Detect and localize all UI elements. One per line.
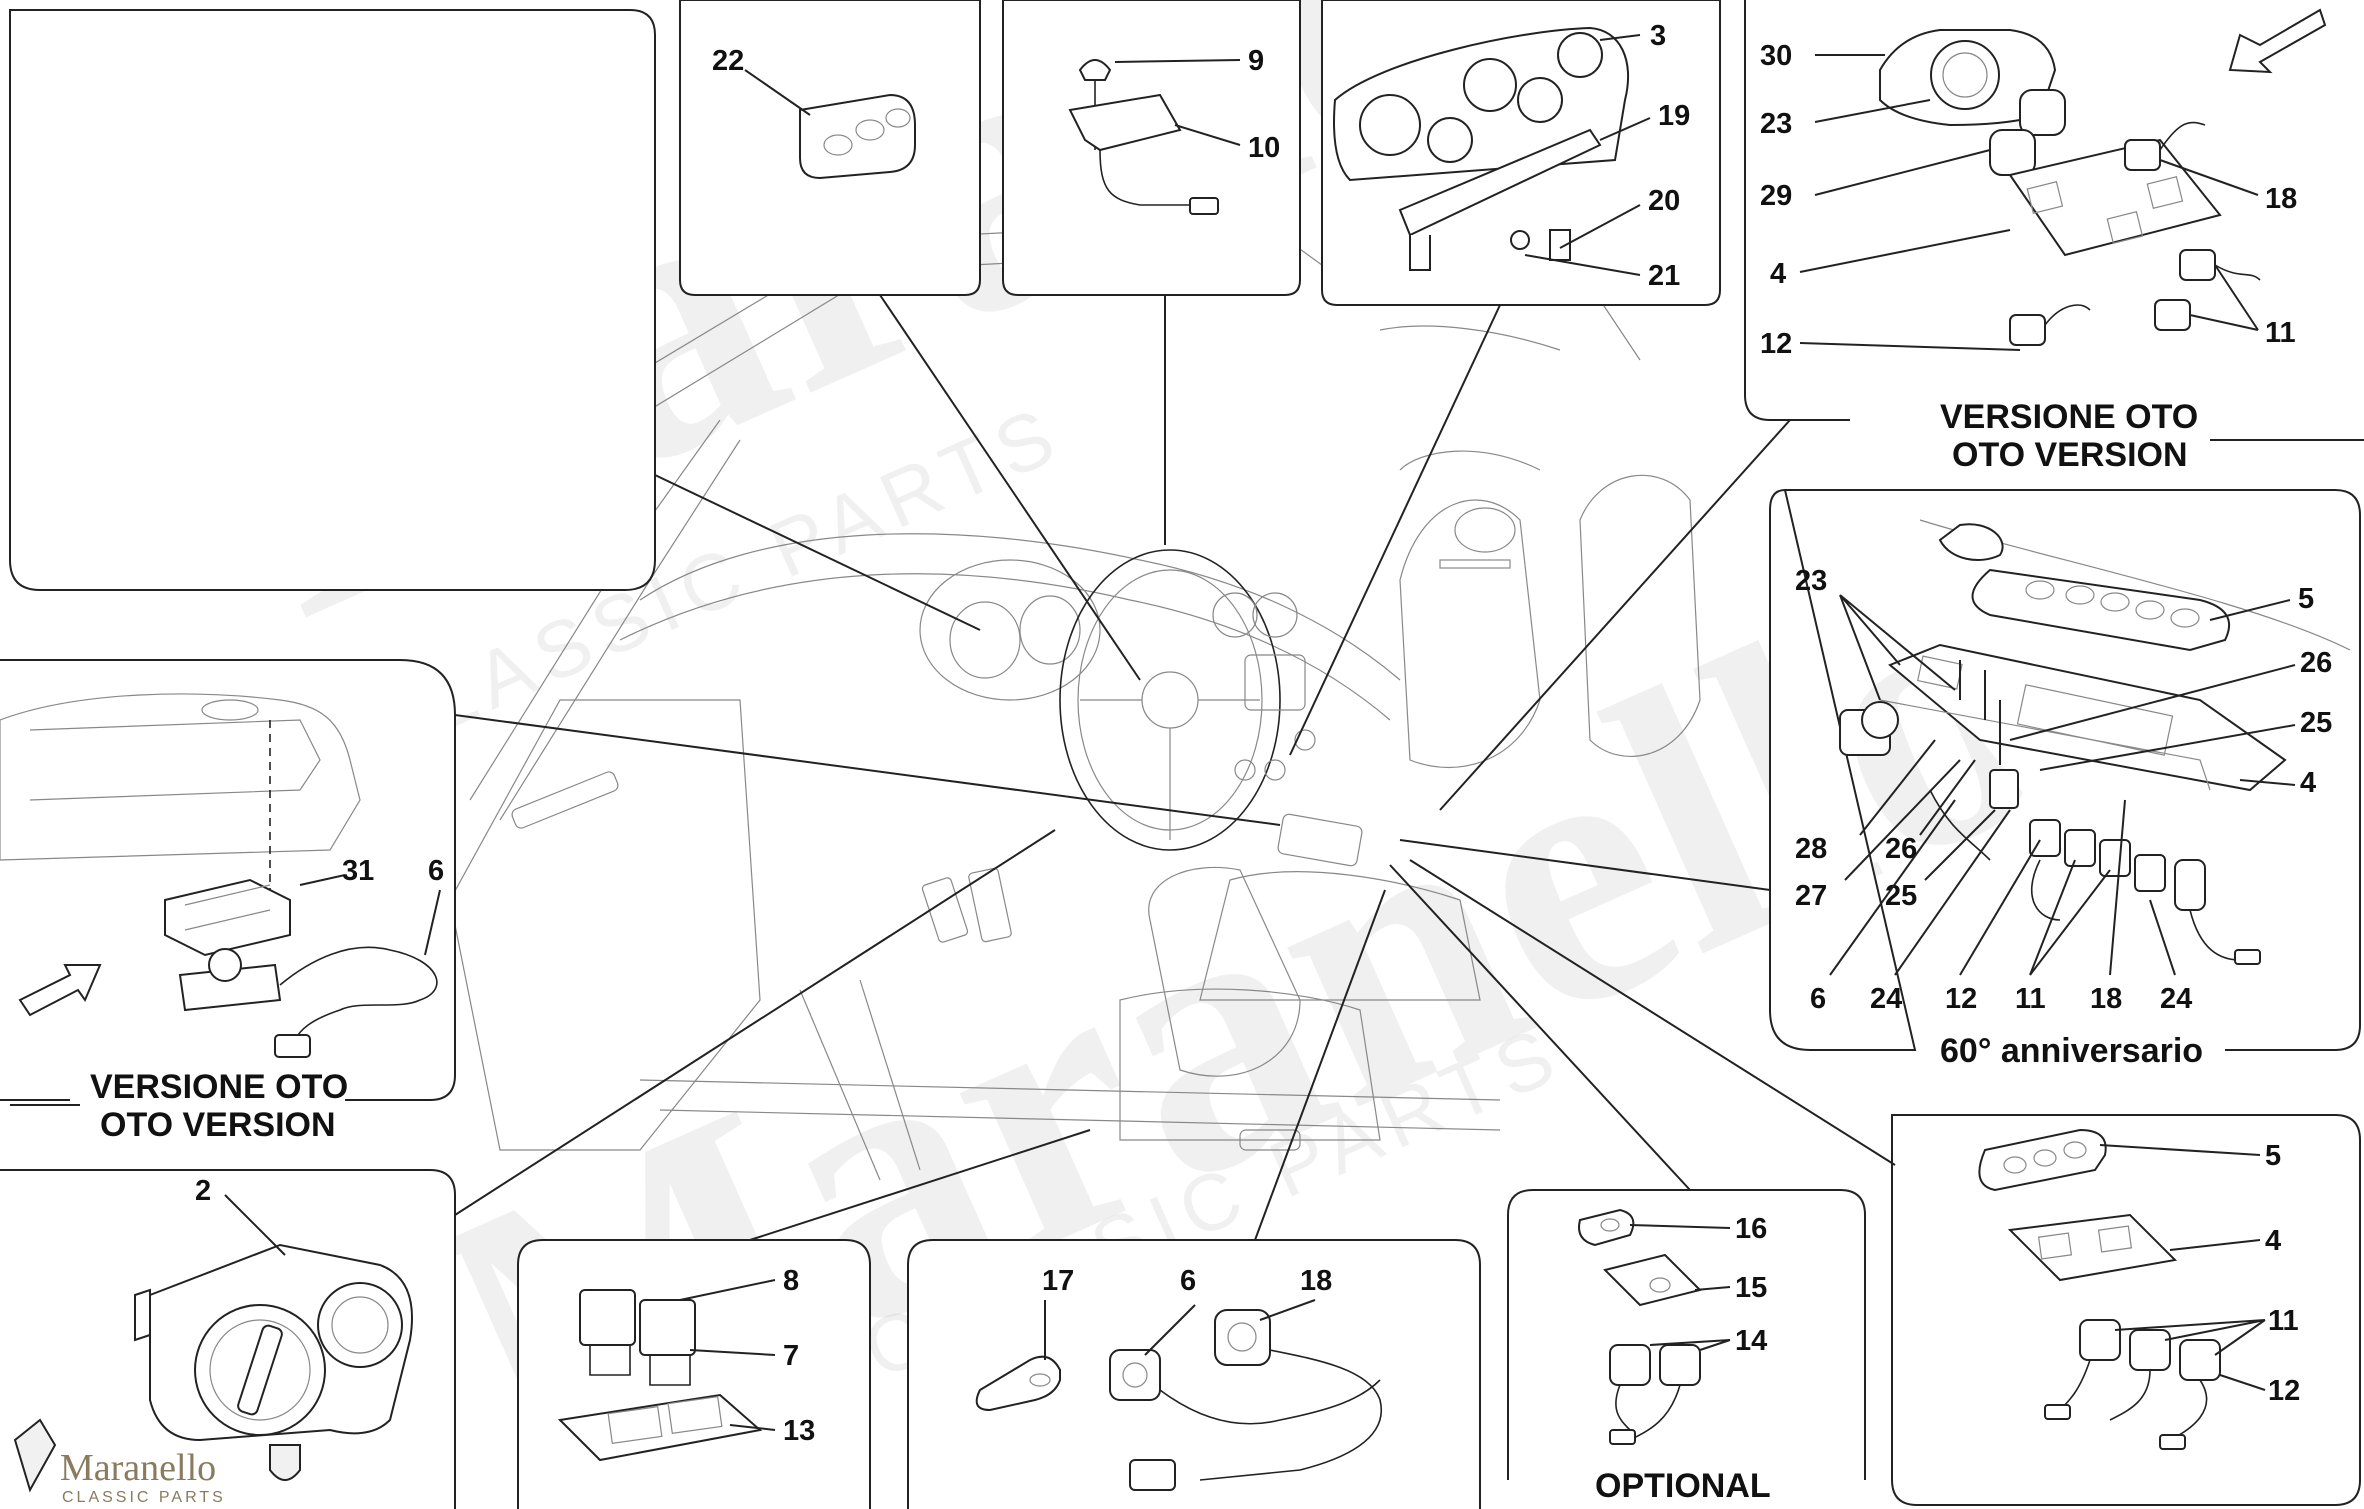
callout-24a: 24 xyxy=(1870,983,1902,1015)
brand-name: Maranello xyxy=(60,1447,216,1489)
caption-anniversary-console: 60° anniversario xyxy=(1940,1032,2203,1070)
callout-6a: 6 xyxy=(1810,983,1826,1015)
callout-26a: 26 xyxy=(2300,647,2332,679)
callout-30: 30 xyxy=(1760,40,1792,72)
callout-15: 15 xyxy=(1735,1272,1767,1304)
caption-oto-en-top: OTO VERSION xyxy=(1952,436,2188,474)
callout-11c: 11 xyxy=(2268,1305,2299,1337)
callout-4b: 4 xyxy=(2300,767,2316,799)
callout-9: 9 xyxy=(1248,45,1264,77)
panel-oto-left: 31 6 VERSIONE OTO OTO VERSION xyxy=(0,659,456,1144)
callout-6c: 6 xyxy=(1180,1265,1196,1297)
panel-8-7-13: 8 7 13 xyxy=(517,1239,871,1509)
callout-29: 29 xyxy=(1760,180,1792,212)
callout-13: 13 xyxy=(783,1415,815,1447)
callout-19: 19 xyxy=(1658,100,1690,132)
panel-5-4-11-12: 5 4 11 12 xyxy=(1891,1114,2361,1506)
caption-oto-it-top: VERSIONE OTO xyxy=(1940,398,2198,436)
panel-22: 22 xyxy=(679,0,981,296)
callout-24b: 24 xyxy=(2160,983,2192,1015)
callout-5a: 5 xyxy=(2298,583,2314,615)
brand-logo: Maranello CLASSIC PARTS xyxy=(13,1418,301,1506)
callout-12c: 12 xyxy=(2268,1375,2300,1407)
callout-12b: 12 xyxy=(1945,983,1977,1015)
callout-28: 28 xyxy=(1795,833,1827,865)
callout-3: 3 xyxy=(1650,20,1666,52)
prancing-horse-shield-icon xyxy=(13,1418,57,1493)
callout-23a: 23 xyxy=(1760,108,1792,140)
panel-border-cluster xyxy=(9,9,656,591)
callout-2: 2 xyxy=(195,1175,211,1207)
caption-oto-en-left: OTO VERSION xyxy=(100,1106,336,1144)
callout-5b: 5 xyxy=(2265,1140,2281,1172)
callout-4c: 4 xyxy=(2265,1225,2281,1257)
trident-icon xyxy=(269,1444,301,1481)
panel-3-19-20-21: 3 19 20 21 xyxy=(1321,0,1721,306)
callout-25a: 25 xyxy=(2300,707,2332,739)
callout-8: 8 xyxy=(783,1265,799,1297)
callout-11a: 11 xyxy=(2265,317,2296,349)
panel-oto-top: 30 23 29 4 12 18 11 VERSIONE OTO OTO VER… xyxy=(1744,0,2364,474)
callout-22: 22 xyxy=(712,45,744,77)
callout-20: 20 xyxy=(1648,185,1680,217)
caption-optional: OPTIONAL xyxy=(1595,1467,1771,1505)
callout-27: 27 xyxy=(1795,880,1827,912)
callout-25b: 25 xyxy=(1885,880,1917,912)
callout-31: 31 xyxy=(342,855,374,887)
panel-optional: 16 15 14 OPTIONAL xyxy=(1507,1189,1866,1505)
panel-17-6-18: 17 6 18 xyxy=(907,1239,1481,1509)
callout-18c: 18 xyxy=(1300,1265,1332,1297)
callout-17: 17 xyxy=(1042,1265,1074,1297)
callout-21: 21 xyxy=(1648,260,1680,292)
brand-tagline: CLASSIC PARTS xyxy=(62,1489,226,1506)
callout-12a: 12 xyxy=(1760,328,1792,360)
callout-18b: 18 xyxy=(2090,983,2122,1015)
callout-11b: 11 xyxy=(2015,983,2046,1015)
callout-14: 14 xyxy=(1735,1325,1767,1357)
caption-oto-it-left: VERSIONE OTO xyxy=(90,1068,348,1106)
panel-2: 2 xyxy=(0,1169,456,1509)
leader-lines xyxy=(454,294,1896,1241)
panel-anniversary-console: 23 5 26 25 4 28 26 27 25 6 24 12 11 18 2… xyxy=(1769,488,2361,1070)
callout-23b: 23 xyxy=(1795,565,1827,597)
panel-9-10: 9 10 xyxy=(1002,0,1301,296)
callout-4a: 4 xyxy=(1770,258,1786,290)
callout-6b: 6 xyxy=(428,855,444,887)
callout-16: 16 xyxy=(1735,1213,1767,1245)
callout-7: 7 xyxy=(783,1340,799,1372)
callout-10: 10 xyxy=(1248,132,1280,164)
callout-18a: 18 xyxy=(2265,183,2297,215)
